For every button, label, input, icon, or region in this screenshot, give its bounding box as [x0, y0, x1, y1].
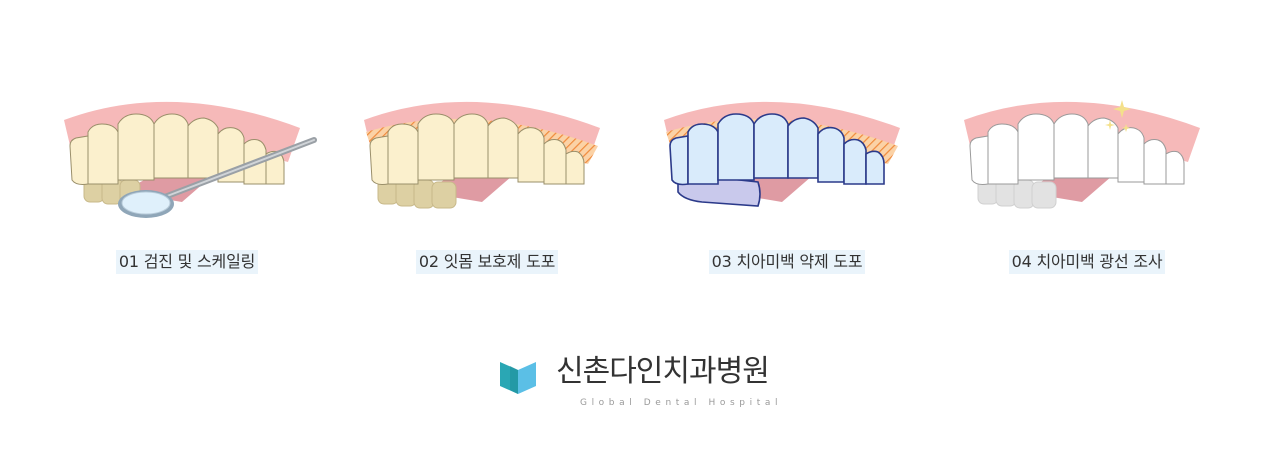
book-logo-icon [500, 362, 536, 394]
step-1-label: 01 검진 및 스케일링 [115, 250, 259, 274]
step-2: 02 잇몸 보호제 도포 [362, 80, 612, 280]
step-2-caption: 02 잇몸 보호제 도포 [362, 250, 612, 274]
hospital-name: 신촌다인치과병원 [556, 354, 770, 389]
step-3: 03 치아미백 약제 도포 [662, 80, 912, 280]
step-1: 01 검진 및 스케일링 [62, 80, 317, 280]
step-1-caption: 01 검진 및 스케일링 [62, 250, 312, 274]
step-3-caption: 03 치아미백 약제 도포 [662, 250, 912, 274]
hospital-subtitle: Global Dental Hospital [580, 398, 783, 408]
gum-protector-illustration [364, 101, 600, 209]
step-3-label: 03 치아미백 약제 도포 [708, 250, 866, 274]
step-4-caption: 04 치아미백 광선 조사 [962, 250, 1212, 274]
teeth-checkup-illustration [64, 101, 317, 218]
whitening-gel-illustration [664, 101, 900, 207]
step-4-label: 04 치아미백 광선 조사 [1008, 250, 1166, 274]
sparkle-icon [1105, 100, 1131, 132]
step-4: 04 치아미백 광선 조사 [962, 80, 1212, 280]
hospital-logo: 신촌다인치과병원 Global Dental Hospital [498, 352, 788, 412]
dental-mirror-icon [118, 137, 317, 218]
step-2-label: 02 잇몸 보호제 도포 [415, 250, 559, 274]
whitening-light-illustration [964, 100, 1200, 209]
